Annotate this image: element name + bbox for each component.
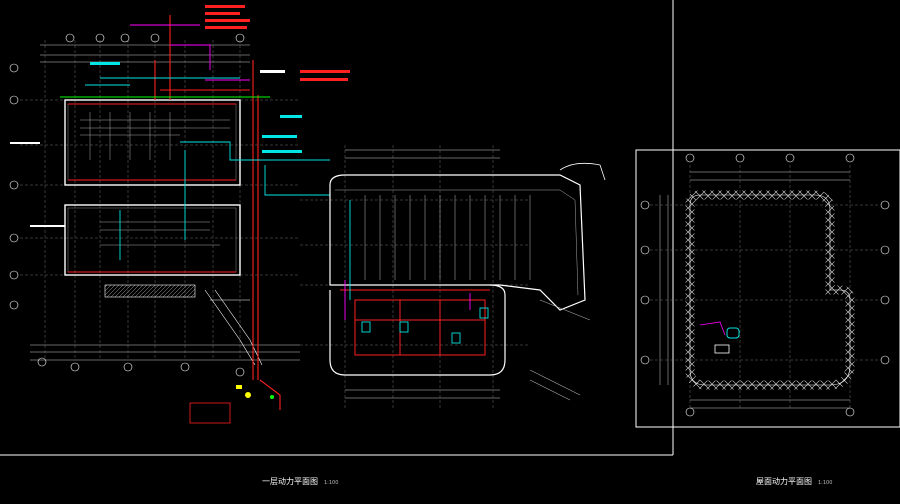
roof-plan <box>640 153 890 417</box>
roof-plan-scale: 1:100 <box>818 480 833 486</box>
roof-plan-title: 屋面动力平面图 <box>756 477 812 486</box>
middle-floor-plan <box>300 145 606 410</box>
left-annotations <box>10 5 350 227</box>
equipment-symbols <box>236 385 274 399</box>
left-plan-scale: 1:100 <box>324 480 339 486</box>
left-electrical-runs <box>60 15 330 424</box>
left-plan-caption: 一层动力平面图 1:100 <box>262 476 338 487</box>
sheet-frame <box>0 0 900 456</box>
roof-plan-caption: 屋面动力平面图 1:100 <box>756 476 832 487</box>
middle-electrical-runs <box>340 200 490 356</box>
left-plan-title: 一层动力平面图 <box>262 477 318 486</box>
